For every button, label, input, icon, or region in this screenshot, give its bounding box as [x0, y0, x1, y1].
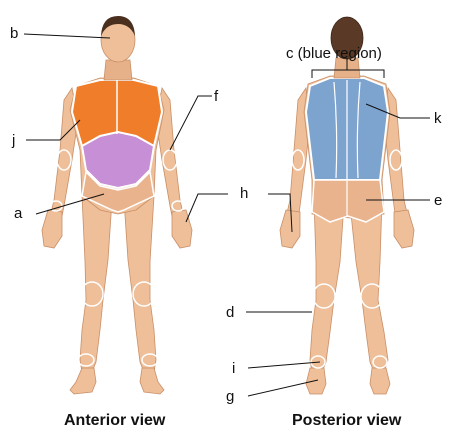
label-d: d	[226, 304, 235, 321]
leader-a	[35, 193, 105, 215]
posterior-region-outlines	[291, 149, 403, 369]
leader-g	[247, 379, 319, 397]
posterior-view-title: Posterior view	[292, 412, 402, 429]
anterior-figure	[41, 16, 193, 395]
label-j: j	[12, 132, 16, 149]
anterior-abdomen-region	[80, 130, 156, 190]
label-f: f	[214, 88, 219, 105]
posterior-left-leg	[349, 199, 389, 373]
label-h: h	[240, 185, 249, 202]
leader-f	[169, 95, 212, 151]
leader-k	[365, 103, 430, 119]
anterior-neck	[103, 59, 133, 81]
posterior-right-hand	[279, 209, 301, 249]
leader-h	[185, 193, 228, 223]
anterior-right-hand	[41, 209, 63, 249]
anterior-view-title: Anterior view	[64, 412, 166, 429]
posterior-back-lines	[333, 80, 361, 180]
label-a: a	[14, 205, 23, 222]
anterior-left-foot	[139, 367, 165, 395]
posterior-right-foot	[305, 367, 327, 395]
leader-i	[247, 361, 321, 369]
leader-lines	[23, 33, 430, 397]
label-g: g	[226, 388, 235, 405]
posterior-figure	[279, 16, 415, 395]
anterior-pelvis	[81, 170, 155, 213]
posterior-left-hand	[393, 209, 415, 249]
leader-c	[311, 69, 385, 78]
posterior-buttocks-region	[311, 179, 385, 223]
label-k: k	[434, 110, 442, 127]
label-b: b	[10, 25, 19, 42]
label-c: c (blue region)	[286, 45, 382, 62]
anterior-region-outlines	[49, 80, 185, 367]
leader-b	[23, 33, 111, 39]
posterior-left-foot	[369, 367, 391, 395]
leader-j	[26, 119, 81, 141]
anterior-hair	[101, 16, 135, 36]
leader-h2	[268, 193, 293, 233]
anterior-right-foot	[69, 367, 97, 395]
label-i: i	[232, 360, 236, 377]
posterior-right-leg	[309, 199, 345, 373]
label-e: e	[434, 192, 443, 209]
